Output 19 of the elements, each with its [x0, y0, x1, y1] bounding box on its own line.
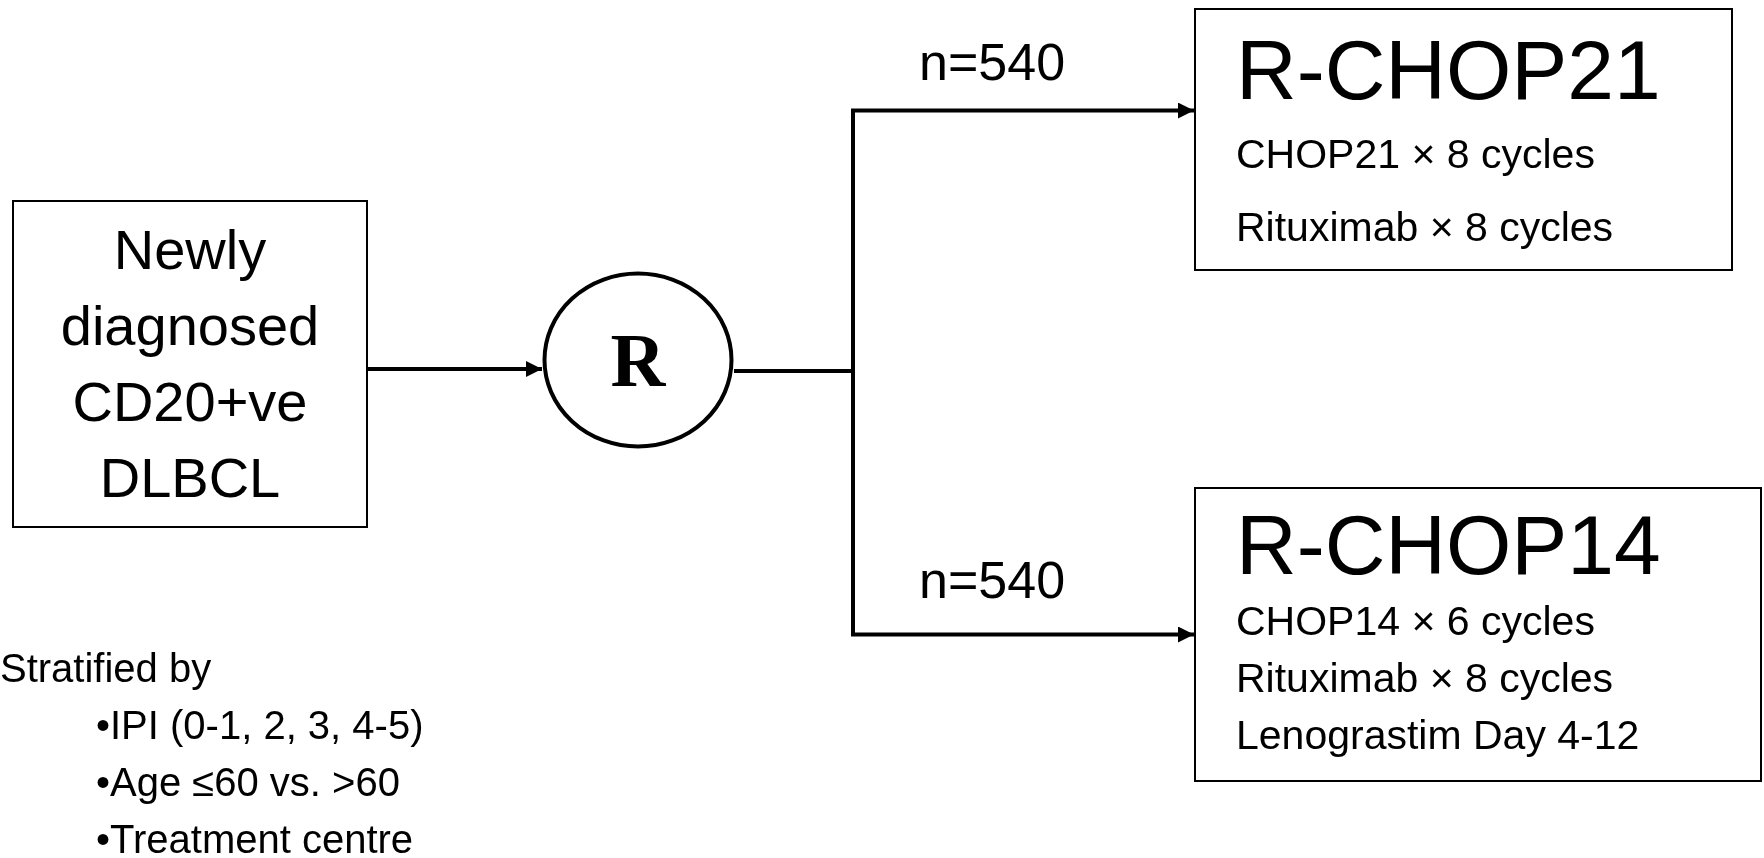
randomization-circle [542, 271, 734, 449]
regimen-line: CHOP21 × 8 cycles [1236, 130, 1596, 179]
stratification-factor: •IPI (0-1, 2, 3, 4-5) [95, 702, 424, 749]
regimen-line: Rituximab × 8 cycles [1236, 654, 1615, 703]
regimen-line: CHOP14 × 6 cycles [1236, 597, 1596, 646]
stratification-heading: Stratified by [0, 645, 213, 692]
arm-title: R-CHOP21 [1236, 22, 1662, 118]
treatment-arm-box [1194, 487, 1762, 782]
regimen-line: Lenograstim Day 4-12 [1236, 711, 1641, 760]
population-box [12, 200, 368, 528]
arrow [734, 369, 1194, 643]
arrow [368, 361, 542, 377]
circle-label: R [610, 322, 666, 398]
regimen-line: Rituximab × 8 cycles [1236, 203, 1615, 252]
population-text: Newly diagnosed CD20+ve DLBCL [59, 217, 321, 511]
stratification-factor: •Treatment centre [95, 816, 415, 858]
treatment-arm-box [1194, 8, 1733, 271]
arm-title: R-CHOP14 [1236, 497, 1662, 593]
stratification-factor: •Age ≤60 vs. >60 [95, 759, 401, 806]
